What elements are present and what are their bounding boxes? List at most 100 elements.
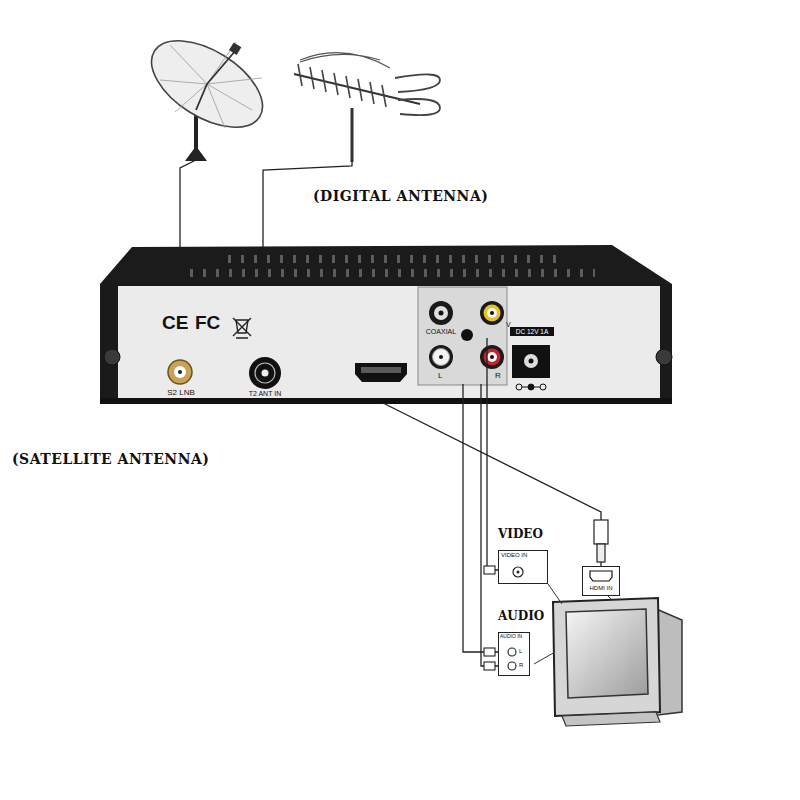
vent-slots bbox=[228, 255, 560, 263]
rca-jack bbox=[490, 311, 494, 315]
antenna-caption: (SATELLITE ANTENNA) bbox=[12, 452, 209, 467]
rca-jack bbox=[439, 355, 443, 359]
rca-jack bbox=[487, 352, 497, 362]
rca-plug bbox=[484, 566, 495, 574]
rca-plug bbox=[484, 648, 495, 656]
rca-jack bbox=[439, 311, 444, 316]
f-connector bbox=[174, 366, 186, 378]
antenna-mast bbox=[351, 108, 354, 162]
antenna-boom bbox=[294, 74, 420, 104]
rca-jack bbox=[429, 301, 453, 325]
receiver-frame bbox=[100, 284, 672, 402]
port-label: T2 ANT IN bbox=[236, 390, 294, 398]
lnb-port: S2 LNB bbox=[158, 358, 204, 400]
audio-cable bbox=[481, 384, 498, 666]
hdmi-plug bbox=[594, 520, 608, 544]
antenna-caption: (DIGITAL ANTENNA) bbox=[313, 189, 488, 204]
weee-symbol bbox=[233, 318, 251, 338]
tv-back bbox=[640, 602, 682, 716]
port-label: DC 12V 1A bbox=[510, 327, 554, 336]
receiver-foot bbox=[656, 349, 672, 365]
polarity-symbol bbox=[528, 384, 534, 390]
polarity-symbol bbox=[522, 387, 540, 388]
panel-label: HDMI IN bbox=[583, 585, 619, 592]
rca-jack bbox=[480, 345, 504, 369]
dish-reflector bbox=[137, 23, 277, 145]
tv-jack bbox=[508, 662, 516, 670]
tv-base bbox=[562, 712, 660, 726]
dc-jack bbox=[529, 359, 534, 364]
hdmi-port bbox=[361, 367, 401, 373]
dc-jack bbox=[512, 345, 550, 378]
tv-bezel bbox=[553, 598, 660, 716]
dish-base bbox=[185, 146, 207, 161]
audio-cable bbox=[463, 384, 498, 652]
rca-jack bbox=[434, 306, 448, 320]
antenna-loop bbox=[395, 74, 440, 115]
receiver-bottom bbox=[100, 398, 672, 404]
tv-jack bbox=[517, 571, 520, 574]
hdmi-cable bbox=[383, 403, 601, 566]
vent-slots bbox=[190, 269, 595, 277]
power-jack: DC 12V 1A bbox=[510, 327, 554, 389]
jack-label: L bbox=[519, 648, 522, 655]
rca-plug bbox=[484, 662, 495, 670]
polarity-symbol bbox=[540, 384, 546, 390]
video-input: VIDEO VIDEO IN bbox=[498, 528, 548, 584]
rca-jack bbox=[480, 301, 504, 325]
hdmi-socket bbox=[590, 571, 612, 581]
f-connector bbox=[168, 360, 192, 384]
tv-jack bbox=[513, 567, 523, 577]
rca-jack bbox=[433, 349, 450, 366]
panel-label: AUDIO IN bbox=[500, 634, 522, 640]
dish-rib bbox=[160, 42, 262, 128]
receiver-panel: CEFCS2 LNBT2 ANT INCOAXIALVLRDC 12V 1A bbox=[100, 283, 672, 403]
logo-text: FC bbox=[195, 313, 220, 334]
dish-arm bbox=[196, 50, 236, 110]
audio-port: R bbox=[478, 342, 508, 384]
leader-line bbox=[534, 584, 612, 664]
hdmi-plug bbox=[597, 544, 605, 562]
av-panel bbox=[418, 287, 507, 385]
receiver-back-panel bbox=[118, 286, 660, 398]
antenna-socket bbox=[262, 370, 269, 377]
coaxial-port: COAXIAL bbox=[420, 298, 462, 340]
lnb-head bbox=[229, 42, 241, 54]
video-port: V bbox=[478, 298, 512, 338]
hdmi-input: HDMI IN bbox=[582, 566, 620, 596]
jack-label: R bbox=[519, 662, 523, 669]
tv-screen bbox=[566, 609, 648, 698]
antenna-socket bbox=[249, 357, 281, 389]
hdmi-port bbox=[355, 363, 407, 382]
rca-jack bbox=[484, 305, 501, 322]
port-label: COAXIAL bbox=[420, 328, 462, 336]
antenna-element bbox=[298, 64, 386, 107]
dish-pole bbox=[194, 108, 198, 152]
antenna-socket bbox=[255, 363, 275, 383]
port-label: L bbox=[438, 372, 442, 381]
antenna-port: T2 ANT IN bbox=[236, 356, 294, 400]
weee-symbol bbox=[236, 320, 248, 333]
f-connector bbox=[178, 370, 182, 374]
rca-jack bbox=[429, 345, 453, 369]
port-label: S2 LNB bbox=[158, 389, 204, 398]
receiver-top bbox=[100, 245, 672, 284]
tv-jack bbox=[508, 648, 516, 656]
video-cable bbox=[487, 338, 498, 570]
receiver-foot bbox=[104, 349, 120, 365]
panel-heading: VIDEO bbox=[498, 528, 543, 541]
dc-jack bbox=[524, 354, 538, 368]
port-label: R bbox=[495, 372, 501, 381]
panel-label: VIDEO IN bbox=[501, 552, 527, 559]
antenna-rod bbox=[300, 53, 390, 68]
rca-jack bbox=[490, 355, 494, 359]
audio-port: L bbox=[426, 342, 468, 384]
panel-heading: AUDIO bbox=[498, 610, 544, 623]
rca-jack bbox=[487, 308, 497, 318]
polarity-symbol bbox=[516, 384, 522, 390]
